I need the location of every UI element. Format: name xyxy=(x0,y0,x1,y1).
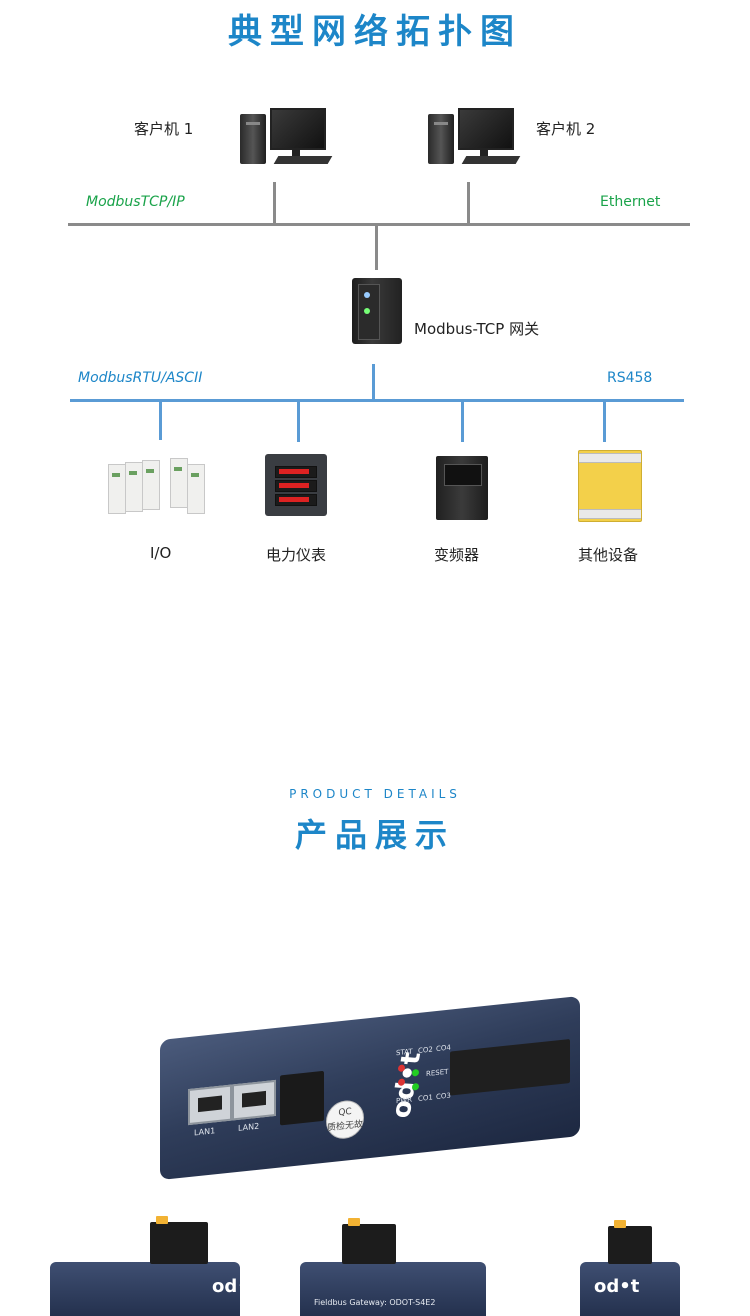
ethernet-bus-line xyxy=(68,223,690,226)
qc-sticker: QC 质检无故 xyxy=(326,1098,364,1141)
vfd-icon xyxy=(436,456,488,520)
gateway-device-icon xyxy=(352,278,402,344)
meter-drop-line xyxy=(297,402,300,442)
lan2-label: LAN2 xyxy=(238,1121,260,1133)
led-co4-label: CO4 xyxy=(436,1043,451,1054)
reset-label: RESET xyxy=(426,1067,449,1079)
rs-bus-label: RS458 xyxy=(607,370,653,386)
client-2-label: 客户机 2 xyxy=(536,120,596,138)
power-meter-label: 电力仪表 xyxy=(266,546,327,564)
led-co1-label: CO1 xyxy=(418,1093,433,1103)
section-title: 产品展示 xyxy=(294,816,455,854)
power-terminal xyxy=(280,1070,324,1126)
led-pwr-label: PWR xyxy=(396,1095,413,1106)
product-photo-right: od•t xyxy=(580,1220,680,1316)
io-label: I/O xyxy=(150,544,172,562)
vfd-label: 变频器 xyxy=(434,546,480,564)
product-photo-center: Fieldbus Gateway: ODOT-S4E2 xyxy=(300,1218,486,1316)
vfd-drop-line xyxy=(461,402,464,442)
brand-logo: od•t xyxy=(386,1051,428,1120)
led-co2-label: CO2 xyxy=(418,1045,433,1055)
gateway-uplink-line xyxy=(375,226,378,270)
other-device-icon xyxy=(578,450,642,522)
power-meter-icon xyxy=(265,454,327,516)
ethernet-label: Ethernet xyxy=(600,194,661,210)
lan1-port xyxy=(188,1084,232,1126)
other-drop-line xyxy=(603,402,606,442)
qc-sub: 质检无故 xyxy=(327,1119,364,1134)
client-2-computer-icon xyxy=(428,108,521,170)
client-1-drop-line xyxy=(273,182,276,224)
led-co3-label: CO3 xyxy=(436,1091,451,1102)
client-2-drop-line xyxy=(467,182,470,224)
serial-terminal-block xyxy=(450,1038,570,1096)
product-photo-left: od•t xyxy=(50,1216,257,1316)
section-subtitle: PRODUCT DETAILS xyxy=(289,787,461,801)
right-logo: od•t xyxy=(594,1276,640,1297)
lan1-label: LAN1 xyxy=(194,1126,216,1138)
io-module-icon xyxy=(108,458,208,518)
client-1-label: 客户机 1 xyxy=(134,120,194,138)
center-caption: Fieldbus Gateway: ODOT-S4E2 xyxy=(314,1298,436,1307)
gateway-downlink-line xyxy=(372,364,375,400)
ethernet-protocol-label: ModbusTCP/IP xyxy=(86,194,185,210)
left-logo: od•t xyxy=(212,1276,258,1297)
gateway-label: Modbus-TCP 网关 xyxy=(414,320,540,338)
page-title: 典型网络拓扑图 xyxy=(228,12,522,52)
lan2-port xyxy=(232,1079,276,1121)
serial-bus-line xyxy=(70,399,684,402)
product-photo: LAN1 LAN2 od•t PWR STAT CO1 CO2 CO3 CO4 … xyxy=(160,995,580,1181)
other-device-label: 其他设备 xyxy=(578,546,639,564)
serial-protocol-label: ModbusRTU/ASCII xyxy=(78,370,203,386)
io-drop-line xyxy=(159,402,162,440)
client-1-computer-icon xyxy=(240,108,333,170)
